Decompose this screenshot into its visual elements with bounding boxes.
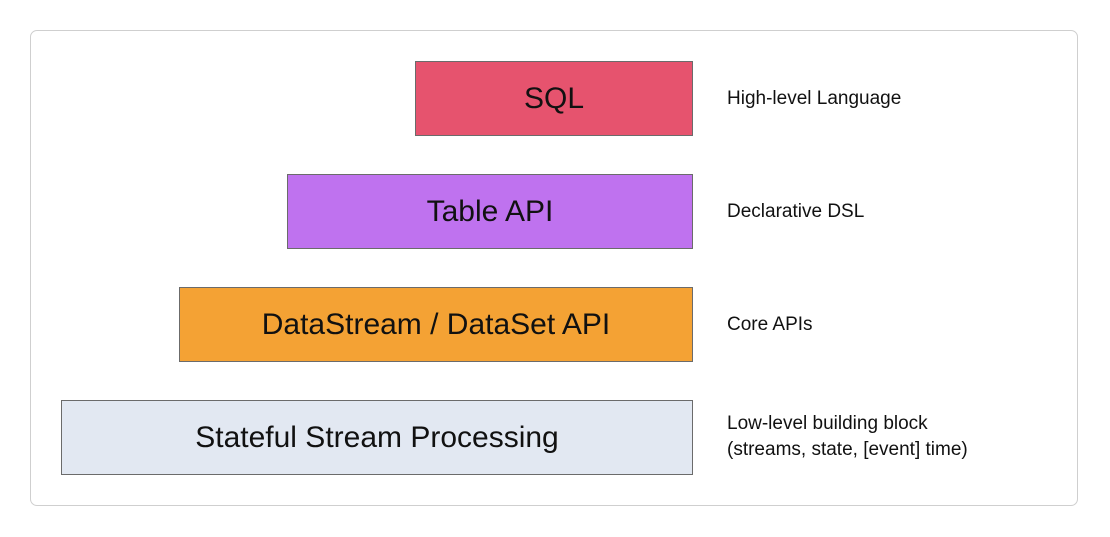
layer-table-api-description: Declarative DSL: [727, 201, 865, 222]
layer-stateful-stream-processing-description: Low-level building block (streams, state…: [727, 413, 968, 460]
layer-datastream-dataset-api-description: Core APIs: [727, 314, 813, 335]
layer-sql-description: High-level Language: [727, 88, 902, 109]
layer-sql: SQL: [415, 61, 693, 136]
layer-datastream-dataset-api: DataStream / DataSet API: [179, 287, 693, 362]
layer-table-api: Table API: [287, 174, 693, 249]
layer-stateful-stream-processing: Stateful Stream Processing: [61, 400, 693, 475]
